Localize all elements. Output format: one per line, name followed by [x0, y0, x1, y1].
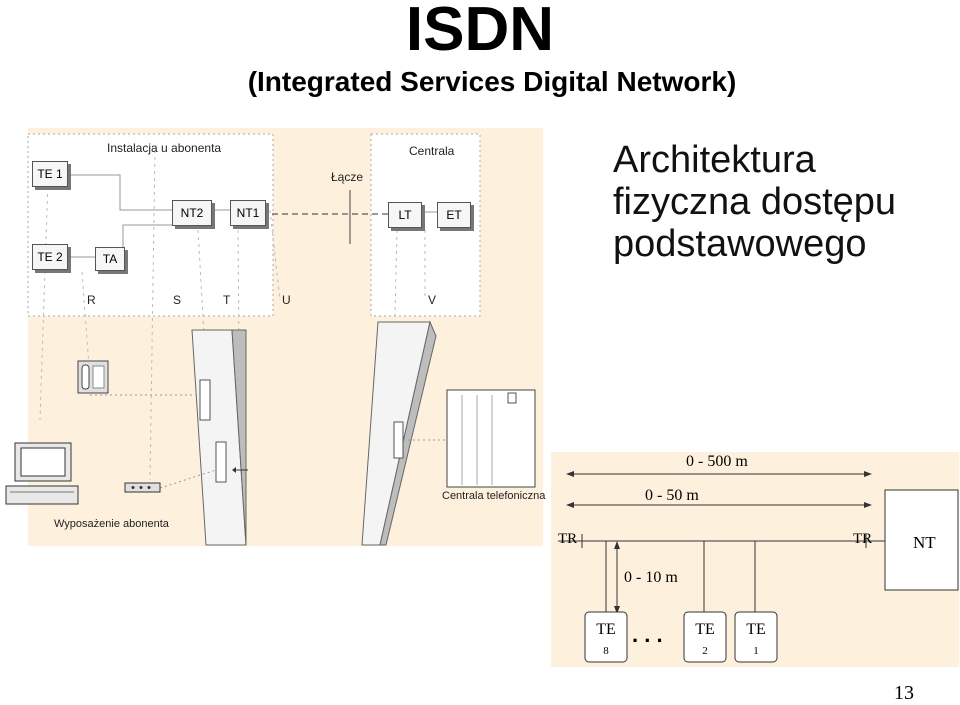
page-number: 13: [894, 682, 914, 704]
ref-point-r: R: [87, 293, 96, 307]
terminal-label: TE: [596, 621, 616, 638]
te2-block: TE 2: [32, 244, 68, 270]
terminal-number: 2: [702, 645, 708, 657]
tr-right-label: TR: [853, 531, 873, 547]
subscriber-group-label: Instalacja u abonenta: [107, 141, 222, 155]
te8-box: [584, 611, 628, 663]
nt-label: NT: [913, 533, 936, 552]
te1-box: [734, 611, 778, 663]
equipment-label: Wyposażenie abonenta: [54, 518, 169, 530]
terminal-number: 1: [753, 645, 759, 657]
tr-left-label: TR: [558, 531, 578, 547]
exchange-label: Centrala telefoniczna: [442, 490, 546, 502]
ta-wire: [122, 224, 172, 248]
nt2-block: NT2: [172, 200, 212, 226]
ref-point-t: T: [223, 293, 231, 307]
nt-box: [884, 489, 959, 591]
et-block: ET: [437, 202, 471, 228]
terminal-adapter-icon: [124, 482, 161, 493]
telephone-icon: [77, 360, 109, 394]
terminal-label: TE: [695, 621, 715, 638]
ta-block: TA: [95, 247, 125, 271]
terminal-label: TE: [746, 621, 766, 638]
range-50-label: 0 - 50 m: [645, 487, 699, 504]
ellipsis: . . .: [632, 622, 663, 647]
range-500-label: 0 - 500 m: [686, 453, 748, 470]
exchange-group-label: Centrala: [409, 144, 455, 158]
subtitle: (Integrated Services Digital Network): [247, 66, 737, 97]
range-10-label: 0 - 10 m: [624, 569, 678, 586]
ref-point-u: U: [282, 293, 291, 307]
exchange-cabinet-icon: [446, 389, 536, 488]
te1-block: TE 1: [32, 161, 68, 187]
lt-block: LT: [388, 202, 422, 228]
te2-box: [683, 611, 727, 663]
link-label: Łącze: [331, 170, 364, 184]
ref-point-v: V: [428, 293, 437, 307]
heading: Architektura fizyczna dostępu podstawowe…: [613, 139, 897, 265]
nt1-block: NT1: [230, 200, 266, 226]
title: ISDN: [405, 0, 555, 64]
ref-point-s: S: [173, 293, 182, 307]
computer-icon: [5, 442, 79, 505]
terminal-number: 8: [603, 645, 609, 657]
te1-wire: [68, 174, 172, 211]
